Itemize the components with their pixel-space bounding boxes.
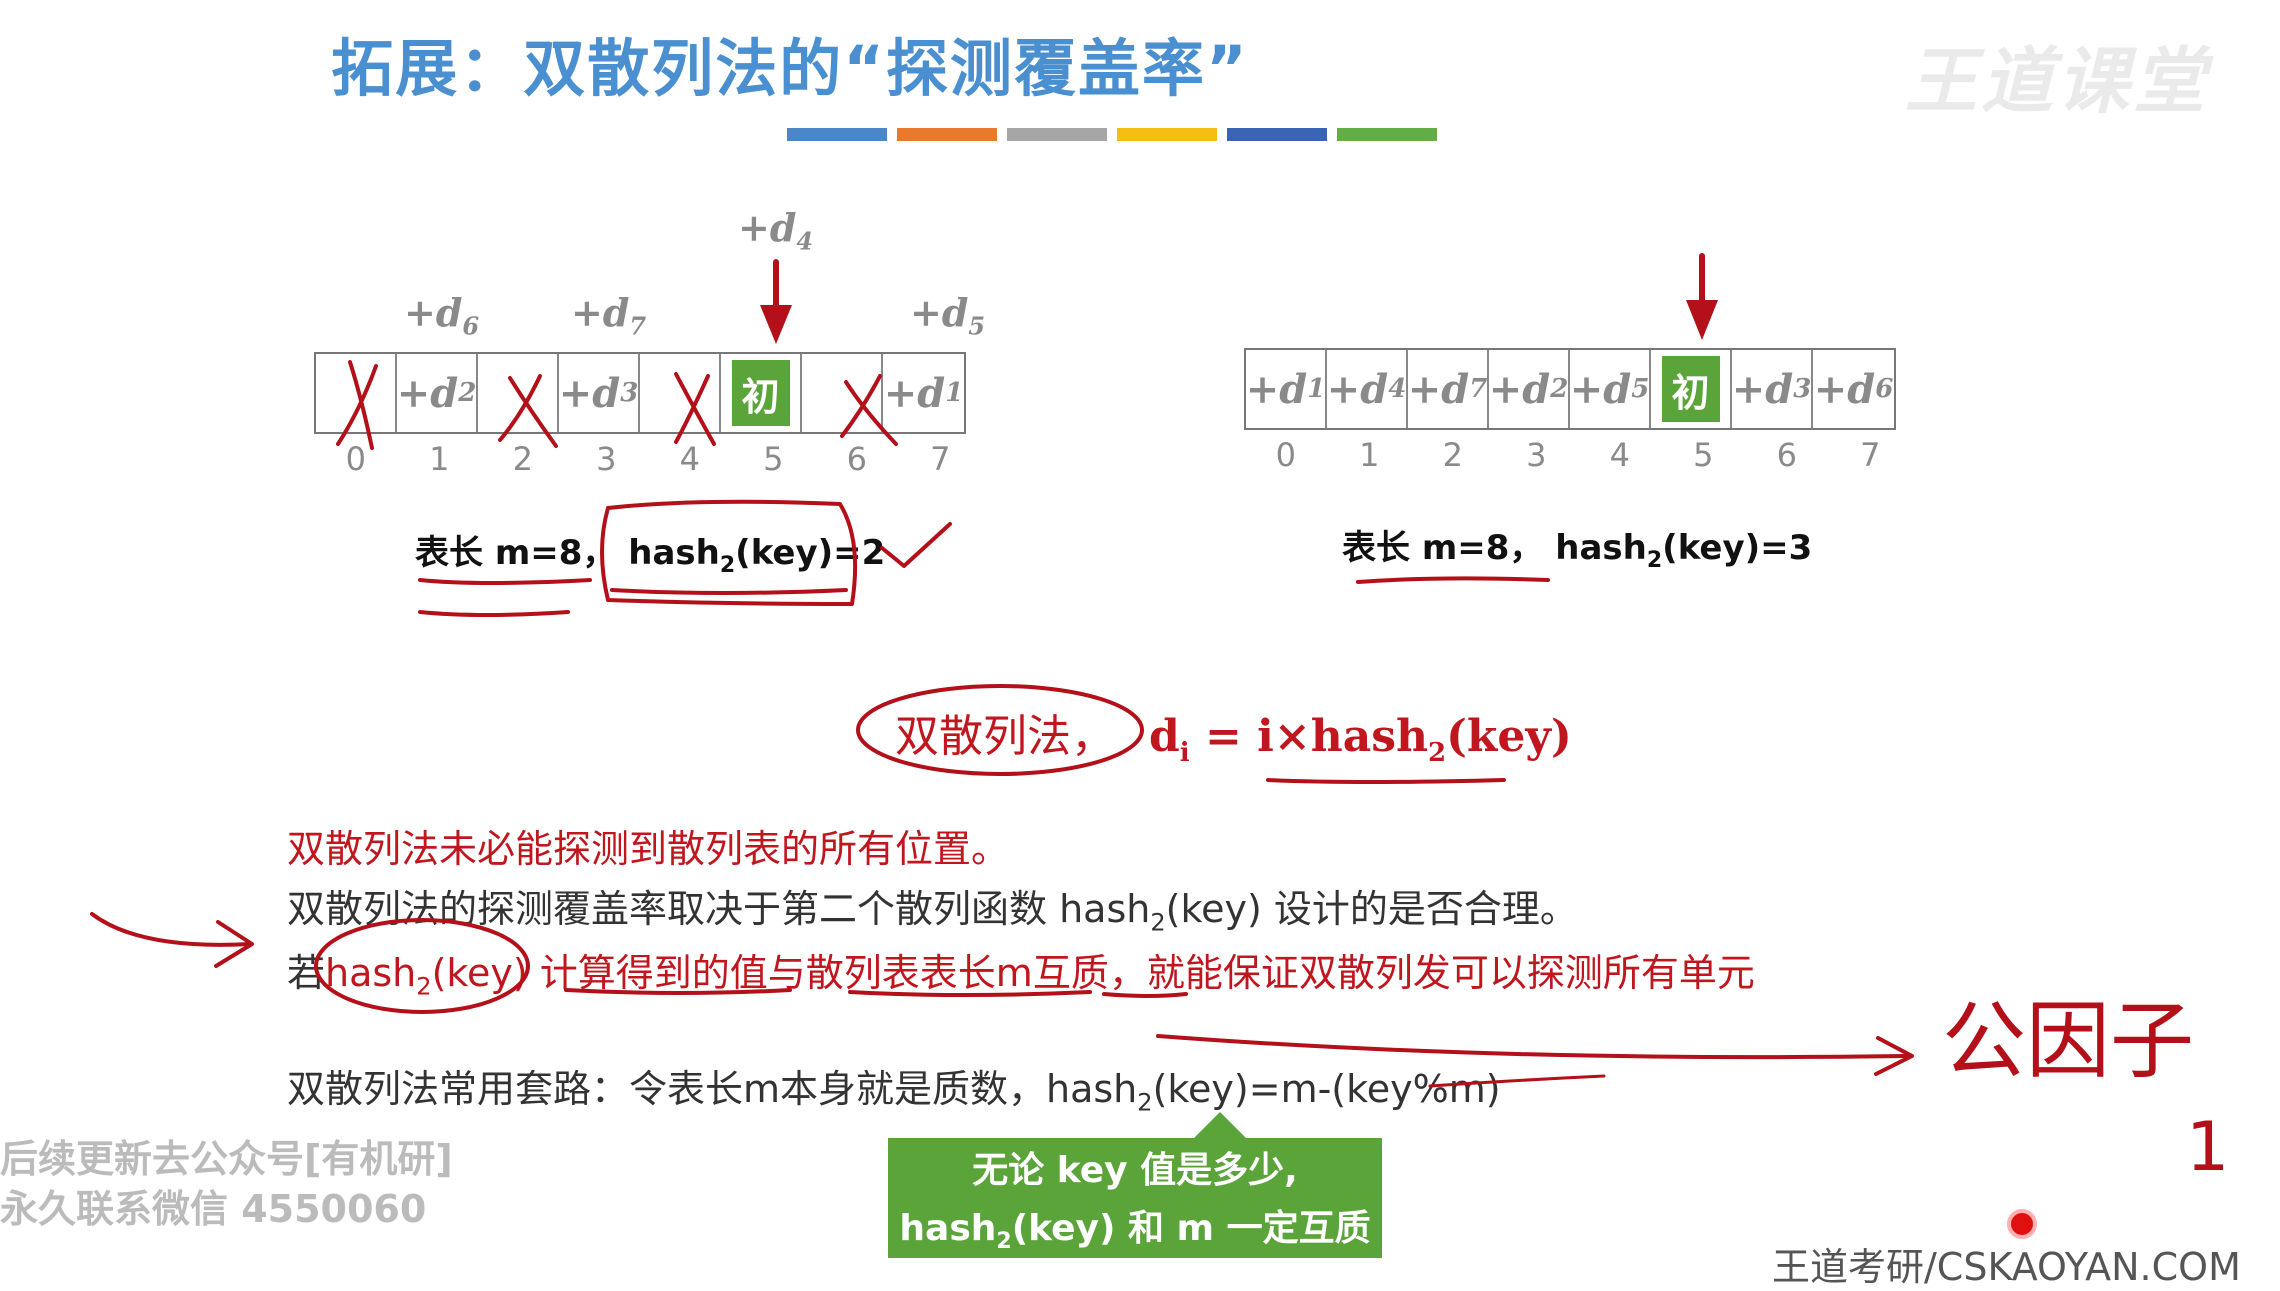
note-line-1: 无论 key 值是多少, [972, 1150, 1298, 1191]
index-label: 2 [512, 440, 533, 478]
index-label: 3 [1526, 436, 1547, 474]
arrow-right-icon [1156, 1034, 1912, 1060]
arrow-down-icon [1686, 300, 1718, 340]
table-cell [640, 354, 721, 432]
table-cell [478, 354, 559, 432]
promo-line-2: 永久联系微信 4550060 [0, 1187, 427, 1231]
handwritten-annotations: 公因子 1 [90, 253, 2229, 1239]
cross-mark-icon [674, 372, 716, 446]
table-cell-initial: 初 [721, 354, 802, 432]
text-line-4: 双散列法常用套路：令表长m本身就是质数，hash2(key)=m-(key%m) [287, 1067, 1501, 1117]
index-label: 3 [596, 440, 617, 478]
underline-mark [418, 578, 592, 585]
coprime-note: 无论 key 值是多少, hash2(key) 和 m 一定互质 [888, 1138, 1382, 1258]
check-mark-icon [880, 522, 952, 568]
arrow-down-icon [760, 305, 792, 344]
underline-mark [1266, 778, 1506, 784]
initial-badge: 初 [1661, 356, 1720, 422]
right-index-row: 0 1 2 3 4 5 6 7 [1244, 436, 1912, 474]
index-label: 7 [1860, 436, 1881, 474]
index-label: 6 [1776, 436, 1797, 474]
cross-mark-icon [498, 374, 558, 448]
note-line-2: hash2(key) 和 m 一定互质 [899, 1208, 1371, 1255]
left-above-label: +d4 [738, 205, 814, 256]
brand-watermark: 王道课堂 [1905, 39, 2210, 123]
initial-badge: 初 [731, 360, 790, 426]
index-label: 5 [763, 440, 784, 478]
underline-mark [418, 610, 570, 617]
index-label: 0 [1275, 436, 1296, 474]
index-label: 2 [1442, 436, 1463, 474]
index-label: 1 [1359, 436, 1380, 474]
double-hash-formula: 双散列法，di = i×hash2(key) [895, 711, 1572, 768]
text-line-3: 若hash2(key) 计算得到的值与散列表表长m互质，就能保证双散列发可以探测… [287, 951, 1755, 1001]
color-bar-segment [1117, 128, 1217, 141]
arrow-right-icon [90, 912, 252, 947]
index-label: 1 [429, 440, 450, 478]
strike-mark [1428, 1074, 1606, 1088]
arrow-right-icon [1874, 1036, 1914, 1076]
circle-mark [856, 684, 1144, 776]
page-title: 拓展：双散列法的“探测覆盖率” [331, 32, 1249, 105]
left-above-label: +d6 [404, 290, 480, 341]
color-bar-segment [897, 128, 997, 141]
table-cell [802, 354, 883, 432]
underline-mark [1102, 992, 1188, 998]
text-line-2: 双散列法的探测覆盖率取决于第二个散列函数 hash2(key) 设计的是否合理。 [287, 887, 1578, 937]
handwritten-mark: 1 [2186, 1108, 2229, 1187]
pointer-dot-icon [2007, 1209, 2037, 1239]
underline-mark [848, 990, 1092, 997]
circle-mark [314, 918, 530, 1014]
left-above-label: +d5 [910, 290, 986, 341]
index-label: 4 [679, 440, 700, 478]
left-index-row: 0 1 2 3 4 5 6 7 [314, 440, 982, 478]
index-label: 5 [1693, 436, 1714, 474]
table-cell [316, 354, 397, 432]
handwritten-word: 公因子 [1942, 992, 2194, 1090]
note-pointer [1194, 1112, 1246, 1138]
circle-mark [600, 499, 858, 606]
table-cell-initial: 初 [1651, 350, 1732, 428]
index-label: 6 [846, 440, 867, 478]
cross-mark-icon [336, 360, 378, 450]
left-above-label: +d7 [571, 290, 647, 341]
color-bar-segment [1007, 128, 1107, 141]
color-bar-segment [1227, 128, 1327, 141]
underline-mark [1356, 576, 1550, 584]
left-table-caption: 表长 m=8， hash2(key)=2 [415, 533, 886, 578]
title-color-bar [787, 128, 1437, 141]
index-label: 0 [345, 440, 366, 478]
underline-mark [610, 588, 848, 595]
index-label: 4 [1609, 436, 1630, 474]
text-line-1: 双散列法未必能探测到散列表的所有位置。 [287, 827, 1010, 871]
color-bar-segment [787, 128, 887, 141]
underline-mark [564, 988, 792, 995]
promo-line-1: 后续更新去公众号[有机研] [0, 1137, 453, 1181]
index-label: 7 [930, 440, 951, 478]
color-bar-segment [1337, 128, 1437, 141]
arrow-right-icon [214, 920, 254, 968]
cross-mark-icon [840, 374, 898, 446]
right-table-caption: 表长 m=8， hash2(key)=3 [1342, 528, 1813, 573]
